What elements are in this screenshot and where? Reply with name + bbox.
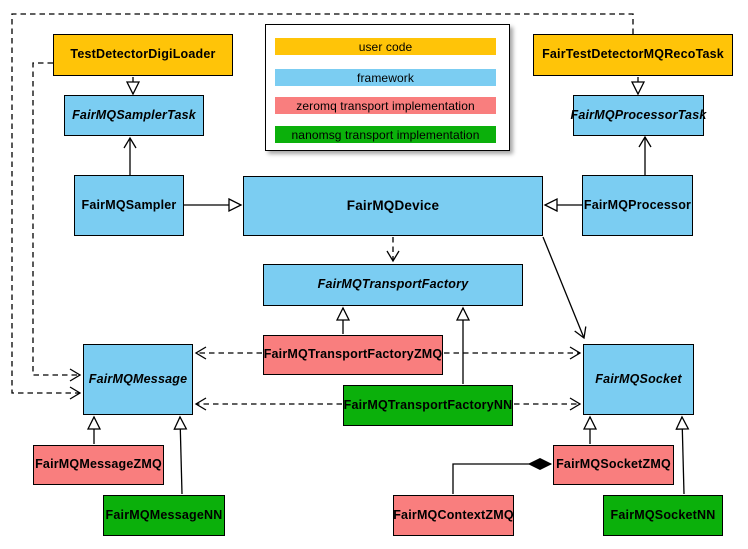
node-fairmqtransportfactorynn: FairMQTransportFactoryNN: [343, 385, 513, 426]
node-fairmqtransportfactory: FairMQTransportFactory: [263, 264, 523, 306]
edge-msgnn-message: [180, 417, 182, 495]
legend-item-nanomsg: nanomsg transport implementation: [275, 126, 496, 143]
legend-label: framework: [357, 70, 414, 85]
legend-item-framework: framework: [275, 69, 496, 86]
node-fairmqmessage: FairMQMessage: [83, 344, 193, 415]
legend-box: user code framework zeromq transport imp…: [265, 24, 510, 151]
node-testdetectordigiloader: TestDetectorDigiLoader: [53, 34, 233, 76]
node-fairmqsocketzmq: FairMQSocketZMQ: [553, 445, 674, 485]
legend-item-zeromq: zeromq transport implementation: [275, 97, 496, 114]
node-fairmqtransportfactoryzmq: FairMQTransportFactoryZMQ: [263, 335, 443, 375]
edge-device-socket: [542, 236, 587, 340]
node-fairmqdevice: FairMQDevice: [243, 176, 543, 236]
edge-ctxzmq-sockzmq-composition: [452, 457, 553, 494]
node-fairmqprocessor: FairMQProcessor: [582, 175, 693, 236]
node-fairmqsamplertask: FairMQSamplerTask: [64, 95, 204, 136]
edge-socknn-socket: [682, 417, 684, 495]
node-fairmqsocket: FairMQSocket: [583, 344, 694, 415]
node-fairtestdetectormqrecotask: FairTestDetectorMQRecoTask: [533, 34, 733, 76]
legend-label: zeromq transport implementation: [296, 98, 475, 113]
legend-item-user-code: user code: [275, 38, 496, 55]
legend-label: user code: [358, 39, 413, 54]
node-fairmqsocketnn: FairMQSocketNN: [603, 495, 723, 536]
node-fairmqsampler: FairMQSampler: [74, 175, 184, 236]
node-fairmqmessagezmq: FairMQMessageZMQ: [33, 445, 164, 485]
node-fairmqmessagenn: FairMQMessageNN: [103, 495, 225, 536]
node-fairmqcontextzmq: FairMQContextZMQ: [393, 495, 514, 536]
node-fairmqprocessortask: FairMQProcessorTask: [570, 95, 706, 136]
legend-label: nanomsg transport implementation: [291, 127, 480, 142]
